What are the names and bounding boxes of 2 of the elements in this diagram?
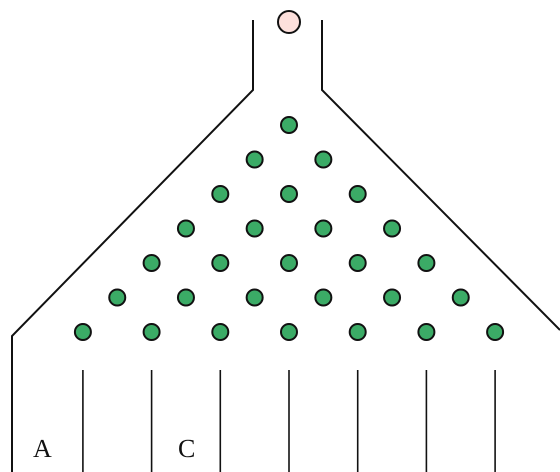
bin-label: C xyxy=(178,436,196,462)
bin-label: A xyxy=(33,436,52,462)
